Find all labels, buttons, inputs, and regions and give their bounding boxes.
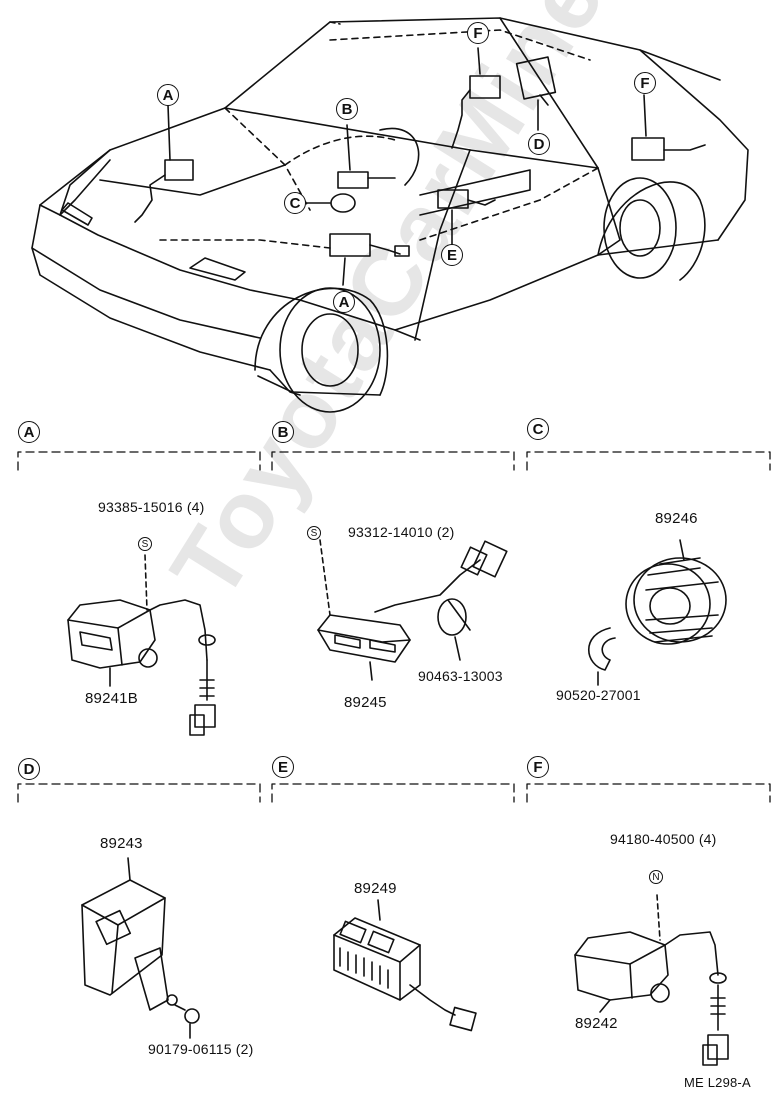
part-89241b xyxy=(67,554,216,736)
section-d-letter: D xyxy=(18,758,40,780)
part-89245 xyxy=(317,539,508,681)
callout-e: E xyxy=(441,244,463,266)
callout-b: B xyxy=(336,98,358,120)
section-c-letter: C xyxy=(527,418,549,440)
b-screw-symbol: S xyxy=(307,526,321,540)
a-screw-label: 93385-15016 (4) xyxy=(98,499,205,515)
section-f-letter: F xyxy=(527,756,549,778)
f-nut-label: 94180-40500 (4) xyxy=(610,831,717,847)
car-comp-b xyxy=(337,171,369,189)
car-comp-c xyxy=(330,193,356,213)
b-clamp-label: 90463-13003 xyxy=(418,668,503,684)
callout-a-top: A xyxy=(157,84,179,106)
d-part-label: 89243 xyxy=(100,835,143,852)
a-screw-symbol: S xyxy=(138,537,152,551)
b-screw-label: 93312-14010 (2) xyxy=(348,524,455,540)
callout-f-right: F xyxy=(634,72,656,94)
car-comp-e xyxy=(437,189,469,209)
part-89243 xyxy=(81,857,200,1039)
c-part-label: 89246 xyxy=(655,510,698,527)
car-comp-f1 xyxy=(469,75,501,99)
diagram-code: ME L298-A xyxy=(684,1075,751,1090)
car-comp-a2 xyxy=(329,233,371,257)
f-nut-symbol: N xyxy=(649,870,663,884)
callout-c: C xyxy=(284,192,306,214)
section-a-letter: A xyxy=(18,421,40,443)
part-89249 xyxy=(333,899,477,1032)
section-e-letter: E xyxy=(272,756,294,778)
section-b-letter: B xyxy=(272,421,294,443)
callout-a-lower: A xyxy=(333,291,355,313)
car-illustration xyxy=(31,17,749,413)
car-comp-f2 xyxy=(631,137,665,161)
d-nut-label: 90179-06115 (2) xyxy=(148,1041,254,1057)
car-comp-a1 xyxy=(164,159,194,181)
e-part-label: 89249 xyxy=(354,880,397,897)
f-part-label: 89242 xyxy=(575,1015,618,1032)
callout-f-top: F xyxy=(467,22,489,44)
b-part-label: 89245 xyxy=(344,694,387,711)
a-part-label: 89241B xyxy=(85,690,138,707)
c-clip-label: 90520-27001 xyxy=(556,687,641,703)
callout-d: D xyxy=(528,133,550,155)
part-89242 xyxy=(574,894,729,1066)
part-89246 xyxy=(587,539,727,686)
